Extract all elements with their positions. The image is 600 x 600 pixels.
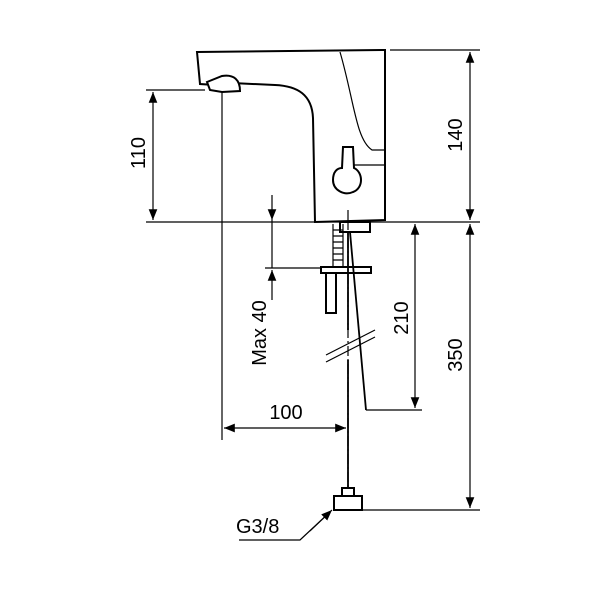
dim-110-text: 110 <box>128 137 150 169</box>
extension-lines <box>146 49 480 511</box>
sensor-cable <box>349 231 367 411</box>
dim-210-text: 210 <box>391 301 413 334</box>
mounting-assembly <box>320 220 376 511</box>
dim-max40-text: Max 40 <box>249 300 271 366</box>
faucet-body <box>195 48 386 224</box>
dimension-lines <box>148 51 475 541</box>
break-line-1 <box>325 329 376 356</box>
dim-100-text: 100 <box>269 402 302 424</box>
threaded-rod <box>332 224 344 268</box>
break-line-2 <box>325 336 376 363</box>
sensor-keyhole-icon <box>331 146 362 195</box>
dimension-texts: 110 140 350 210 Max 40 100 G3/8 <box>128 118 467 538</box>
housing-inner-curve <box>339 51 385 151</box>
dim-140-text: 140 <box>445 118 467 151</box>
mounting-flange <box>339 221 371 233</box>
dim-g38-text: G3/8 <box>236 516 279 538</box>
dim-350-text: 350 <box>445 338 467 371</box>
fixing-plate <box>320 266 372 274</box>
hose-ferrule <box>341 487 355 497</box>
g38-nut <box>333 495 363 511</box>
spout-outlet <box>205 74 242 94</box>
fixing-nut <box>325 272 337 314</box>
g38-leader-arrow <box>309 509 333 532</box>
